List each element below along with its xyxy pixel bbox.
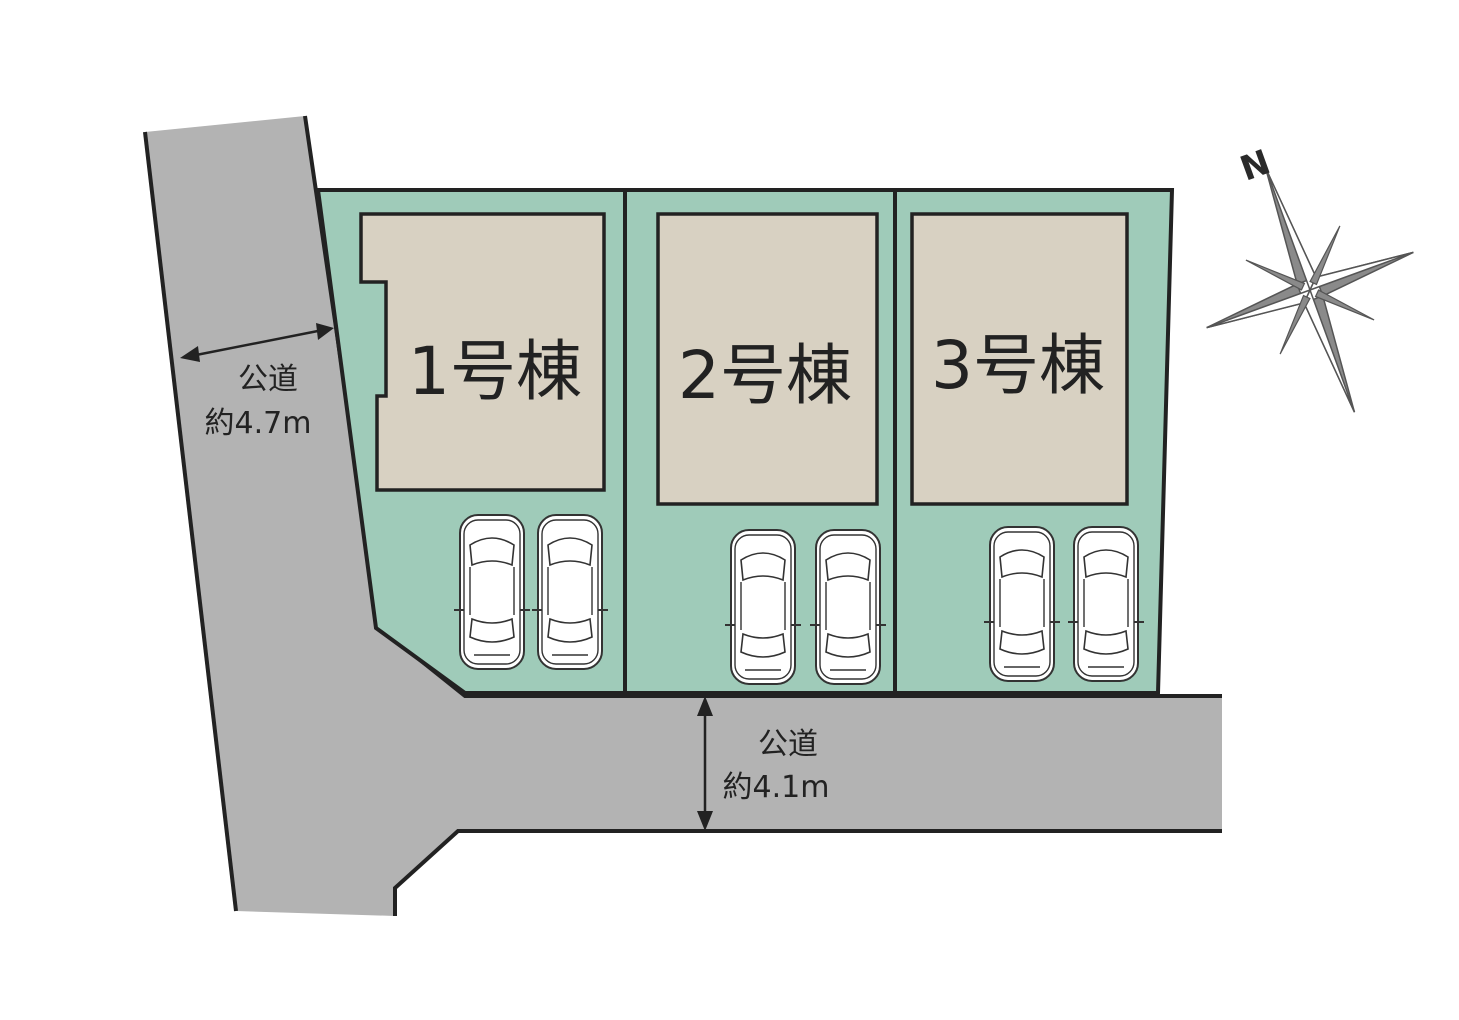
building-2 xyxy=(656,212,879,506)
parked-car xyxy=(531,514,609,670)
west-road-name: 公道 xyxy=(238,362,298,397)
building-2-label: 2号棟 xyxy=(678,337,852,414)
west-road-width-arrow xyxy=(180,323,334,362)
parked-car xyxy=(724,529,802,685)
compass-icon xyxy=(1206,167,1414,413)
building-1 xyxy=(359,212,606,492)
building-1-label: 1号棟 xyxy=(408,333,582,410)
parked-car xyxy=(1067,526,1145,682)
west-road-width: 約4.7m xyxy=(205,406,312,441)
south-road-width-arrow xyxy=(697,696,713,831)
building-3-label: 3号棟 xyxy=(931,327,1105,404)
parked-car xyxy=(983,526,1061,682)
south-road-name: 公道 xyxy=(758,727,818,762)
building-3 xyxy=(910,212,1129,506)
parked-car xyxy=(453,514,531,670)
south-road-width: 約4.1m xyxy=(723,770,830,805)
west-road xyxy=(145,116,1222,916)
parked-car xyxy=(809,529,887,685)
